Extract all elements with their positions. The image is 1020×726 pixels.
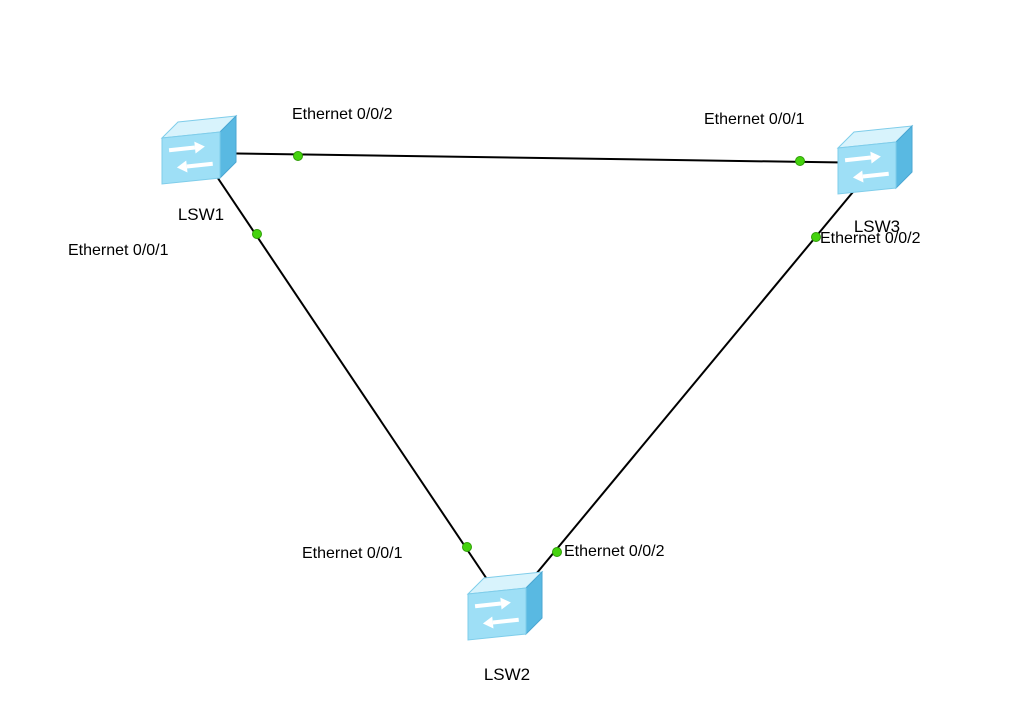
port-label-lsw2-eth-0-0-1: Ethernet 0/0/1 xyxy=(302,545,403,562)
switch-arrows-icon xyxy=(168,141,213,173)
link-lsw1-lsw3[interactable] xyxy=(200,152,878,164)
port-status-lsw2-eth-0-0-2 xyxy=(552,547,562,557)
device-lsw3[interactable] xyxy=(832,122,922,206)
link-lsw1-lsw2[interactable] xyxy=(200,152,508,610)
device-lsw2[interactable] xyxy=(462,568,552,652)
port-label-lsw3-eth-0-0-2: Ethernet 0/0/2 xyxy=(820,230,921,247)
device-label-lsw1: LSW1 xyxy=(177,205,225,224)
switch-icon xyxy=(466,570,544,641)
switch-icon xyxy=(836,124,914,195)
port-status-lsw1-eth-0-0-1 xyxy=(252,229,262,239)
port-status-lsw1-eth-0-0-2 xyxy=(293,151,303,161)
port-label-lsw2-eth-0-0-2: Ethernet 0/0/2 xyxy=(564,543,665,560)
port-label-lsw3-eth-0-0-1: Ethernet 0/0/1 xyxy=(704,111,805,128)
port-status-lsw3-eth-0-0-2 xyxy=(811,232,821,242)
port-label-lsw1-eth-0-0-1: Ethernet 0/0/1 xyxy=(68,242,169,259)
device-label-lsw3: LSW3 xyxy=(853,217,901,236)
switch-icon xyxy=(160,114,238,185)
port-status-lsw2-eth-0-0-1 xyxy=(462,542,472,552)
device-lsw1[interactable] xyxy=(156,112,246,196)
port-label-lsw1-eth-0-0-2: Ethernet 0/0/2 xyxy=(292,106,393,123)
switch-arrows-icon xyxy=(474,597,519,629)
device-label-lsw2: LSW2 xyxy=(483,665,531,684)
port-status-lsw3-eth-0-0-1 xyxy=(795,156,805,166)
switch-arrows-icon xyxy=(844,151,889,183)
